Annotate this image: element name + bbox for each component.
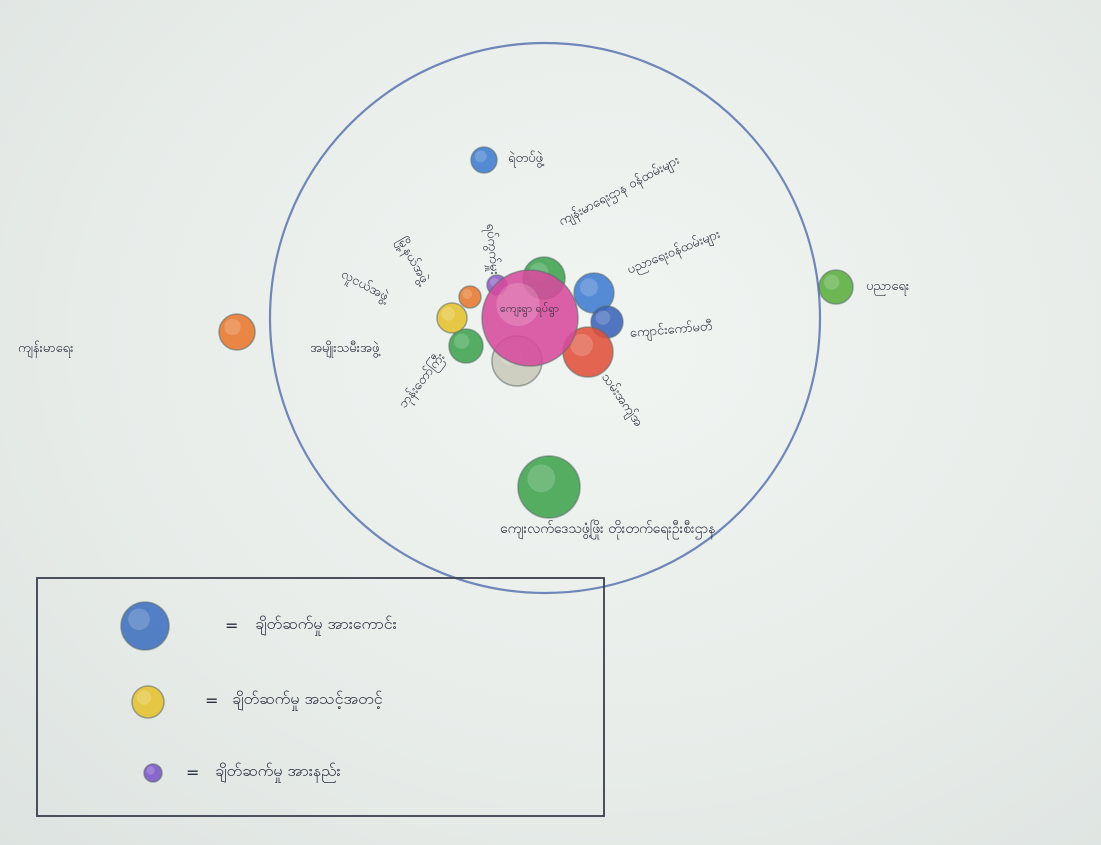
- label-women-group: အမျိုးသမီးအဖွဲ့: [310, 341, 380, 356]
- legend-swatch-2: [143, 763, 163, 783]
- legend-equals-weak: =: [186, 763, 200, 782]
- inner-node-n7: [436, 302, 468, 334]
- legend-equals-strong: =: [225, 616, 239, 635]
- legend-equals-medium: =: [205, 691, 219, 710]
- inner-node-n2: [573, 272, 615, 314]
- inner-node-n6: [448, 328, 484, 364]
- outer-node-o3: [218, 313, 256, 351]
- label-health: ကျန်းမာရေး: [18, 341, 74, 356]
- outer-node-o1: [470, 146, 498, 174]
- label-center-village: ကျေးရွာ ရပ်ရွာ: [500, 302, 560, 315]
- inner-node-n4: [562, 326, 614, 378]
- legend-box: [36, 577, 605, 817]
- label-police: ရဲတပ်ဖွဲ့: [508, 151, 543, 166]
- legend-swatch-0: [120, 601, 170, 651]
- inner-node-n8: [458, 285, 482, 309]
- outer-node-o2: [818, 269, 854, 305]
- label-education: ပညာရေး: [866, 279, 910, 294]
- label-rural-development: ကျေးလက်ဒေသဖွံ့ဖြိုး တိုးတက်ရေးဦးစီးဌာန: [500, 521, 716, 537]
- outer-node-o4: [517, 455, 581, 519]
- center-node: [481, 269, 579, 367]
- legend-label-strong: ချိတ်ဆက်မှု အားကောင်း: [255, 614, 397, 633]
- legend-swatch-1: [131, 685, 165, 719]
- legend-label-weak: ချိတ်ဆက်မှု အားနည်း: [215, 761, 341, 780]
- legend-label-medium: ချိတ်ဆက်မှု အသင့်အတင့်: [232, 689, 383, 708]
- community-boundary-circle: [268, 41, 822, 595]
